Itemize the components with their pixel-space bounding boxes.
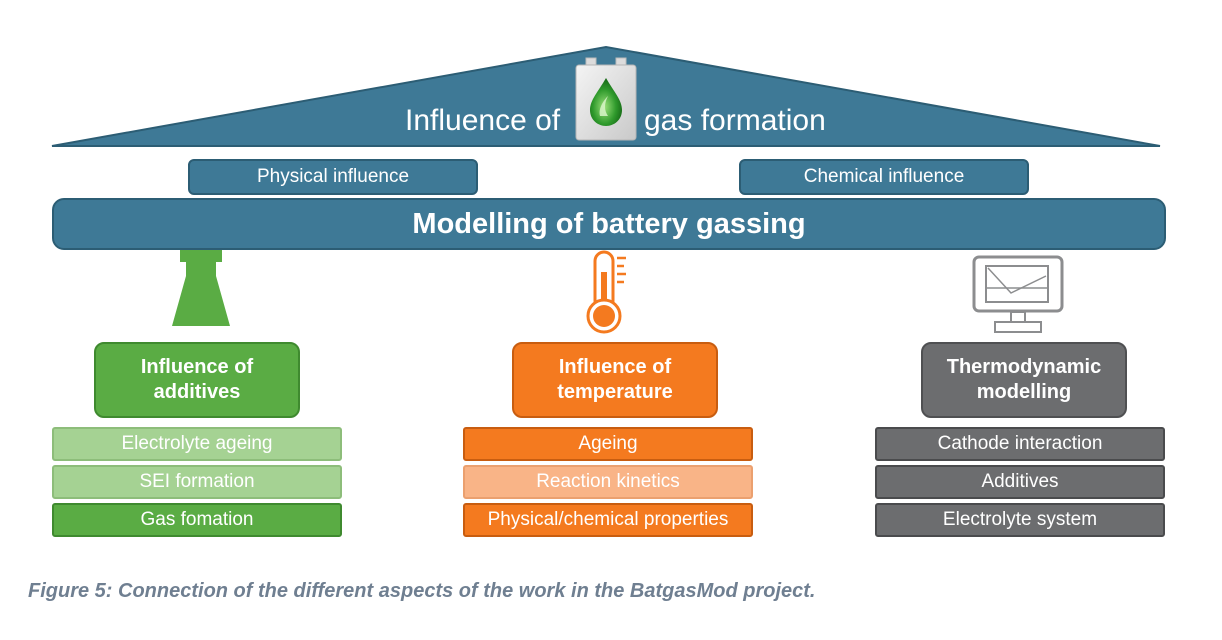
category-title: Influence of temperature (557, 356, 673, 403)
category-thermodynamic: Thermodynamic modelling (921, 342, 1127, 418)
main-bar: Modelling of battery gassing (52, 198, 1166, 250)
category-title: Influence of additives (140, 356, 254, 403)
item-ageing: Ageing (463, 427, 753, 461)
category-temperature: Influence of temperature (512, 342, 718, 418)
item-reaction-kinetics: Reaction kinetics (463, 465, 753, 499)
roof-title-right: gas formation (644, 104, 826, 137)
category-additives: Influence of additives (94, 342, 300, 418)
figure-caption: Figure 5: Connection of the different as… (28, 580, 816, 602)
physical-influence-box: Physical influence (188, 159, 478, 195)
item-gas-formation: Gas fomation (52, 503, 342, 537)
item-physical-chemical-properties: Physical/chemical properties (463, 503, 753, 537)
item-additives: Additives (875, 465, 1165, 499)
computer-monitor-icon (972, 255, 1064, 333)
item-sei-formation: SEI formation (52, 465, 342, 499)
item-cathode-interaction: Cathode interaction (875, 427, 1165, 461)
flask-icon (172, 250, 230, 326)
thermometer-icon (586, 250, 626, 334)
category-title: Thermodynamic modelling (946, 356, 1102, 403)
item-electrolyte-ageing: Electrolyte ageing (52, 427, 342, 461)
chemical-influence-box: Chemical influence (739, 159, 1029, 195)
roof-title-left: Influence of (405, 104, 561, 137)
item-electrolyte-system: Electrolyte system (875, 503, 1165, 537)
battery-gas-logo (575, 57, 637, 141)
